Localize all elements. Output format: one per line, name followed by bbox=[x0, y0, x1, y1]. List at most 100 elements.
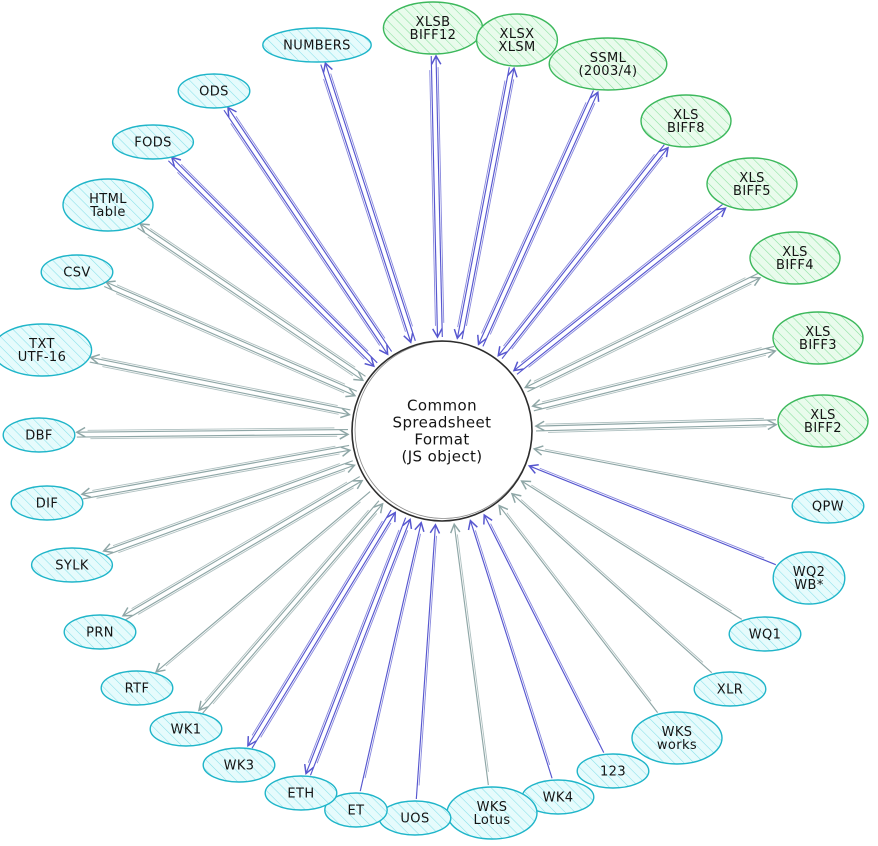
edge-sketch-wk1 bbox=[204, 509, 369, 701]
edge-dif bbox=[80, 444, 350, 498]
edge-wk1 bbox=[198, 500, 380, 712]
edge-ssml bbox=[477, 90, 594, 346]
edge-xls-biff3 bbox=[531, 345, 775, 410]
edge-txt-utf16 bbox=[89, 353, 351, 411]
edge-prn bbox=[121, 476, 361, 617]
node-ellipse-xls-biff5 bbox=[706, 157, 798, 211]
edge-eth bbox=[303, 517, 407, 775]
node-ellipse-txt-utf16 bbox=[0, 323, 93, 377]
edge-sketch-xls-biff5 bbox=[528, 215, 719, 368]
edge-sketch-xlsb bbox=[437, 67, 445, 323]
edge-xlsb bbox=[430, 56, 443, 339]
edge-sketch-n123 bbox=[490, 523, 600, 741]
node-label-dbf: DBF bbox=[25, 429, 53, 444]
edge-sketch-ssml bbox=[489, 103, 596, 335]
edges bbox=[75, 54, 794, 800]
edge-dif bbox=[82, 446, 352, 500]
edge-sketch-wq2 bbox=[539, 467, 765, 559]
edge-xls-biff8 bbox=[497, 144, 665, 357]
edge-xlr bbox=[510, 492, 713, 674]
node-xlr: XLR bbox=[693, 671, 767, 707]
edge-sketch-dif bbox=[96, 453, 340, 499]
edge-sketch-wk3 bbox=[251, 520, 383, 736]
node-numbers: NUMBERS bbox=[262, 27, 372, 63]
edge-html-table bbox=[137, 227, 365, 382]
node-ellipse-ods bbox=[177, 73, 251, 109]
edge-sketch-wks-lotus bbox=[456, 534, 489, 772]
edge-sketch-html-table bbox=[147, 236, 354, 377]
node-ellipse-html-table bbox=[62, 178, 154, 232]
node-label-dif: DIF bbox=[36, 497, 59, 512]
edge-sketch-xls-biff2 bbox=[548, 426, 767, 433]
edge-xlsb bbox=[430, 54, 443, 337]
edge-rtf bbox=[154, 491, 371, 673]
node-ellipse-xlr bbox=[693, 671, 767, 707]
edge-wk3 bbox=[247, 509, 392, 748]
edge-sketch-html-table bbox=[149, 228, 356, 368]
edge-sketch-et bbox=[364, 533, 421, 779]
edge-sketch-eth bbox=[316, 530, 409, 764]
node-ellipse-wks-works bbox=[631, 711, 723, 765]
edge-xlsx bbox=[453, 67, 510, 340]
edge-sketch-numbers bbox=[323, 78, 406, 332]
edge-fods bbox=[170, 156, 378, 364]
node-label-xlr: XLR bbox=[717, 683, 743, 698]
edge-sketch-csv bbox=[116, 284, 346, 385]
node-dbf: DBF bbox=[2, 417, 76, 453]
node-ellipse-wq1 bbox=[728, 616, 802, 652]
node-label-wk3: WK3 bbox=[224, 759, 255, 774]
edge-wk4 bbox=[467, 519, 553, 779]
edge-n123 bbox=[483, 513, 605, 753]
node-n123: 123 bbox=[576, 753, 650, 789]
edge-ods bbox=[223, 109, 389, 356]
node-ellipse-fods bbox=[111, 124, 195, 160]
node-ellipse-qpw bbox=[791, 488, 865, 524]
edge-sketch-eth bbox=[307, 529, 400, 763]
edge-txt-utf16 bbox=[89, 361, 351, 419]
node-label-fods: FODS bbox=[134, 136, 172, 151]
node-uos: UOS bbox=[378, 800, 452, 836]
center-circle-sketch bbox=[354, 341, 533, 519]
edge-xls-biff4 bbox=[523, 273, 759, 389]
node-label-rtf: RTF bbox=[125, 682, 150, 697]
edge-sketch-uos bbox=[418, 535, 437, 786]
node-label-et: ET bbox=[348, 804, 365, 819]
edge-sketch-xls-biff5 bbox=[520, 210, 712, 363]
node-wk4: WK4 bbox=[521, 779, 595, 815]
edge-sketch-xls-biff3 bbox=[546, 354, 767, 410]
node-label-uos: UOS bbox=[400, 812, 429, 827]
node-label-wk4: WK4 bbox=[543, 791, 574, 806]
edge-sketch-wk4 bbox=[474, 530, 551, 765]
node-label-csv: CSV bbox=[63, 266, 90, 281]
node-ellipse-ssml bbox=[548, 37, 668, 91]
edge-wk3 bbox=[251, 511, 397, 749]
node-ellipse-wk3 bbox=[202, 747, 276, 783]
edge-sketch-sylk bbox=[118, 470, 346, 554]
edge-sketch-ssml bbox=[481, 102, 587, 334]
node-ssml: SSML(2003/4) bbox=[548, 37, 668, 91]
node-qpw: QPW bbox=[791, 488, 865, 524]
node-label-prn: PRN bbox=[86, 626, 114, 641]
node-ellipse-sylk bbox=[30, 547, 114, 583]
node-label-wq1: WQ1 bbox=[749, 628, 782, 643]
edge-sketch-ods bbox=[235, 116, 386, 339]
edge-xls-biff3 bbox=[533, 347, 777, 412]
edge-fods bbox=[167, 160, 375, 368]
edge-xls-biff4 bbox=[527, 276, 762, 393]
edge-sketch-qpw bbox=[544, 448, 781, 496]
edge-wks-works bbox=[498, 504, 659, 713]
